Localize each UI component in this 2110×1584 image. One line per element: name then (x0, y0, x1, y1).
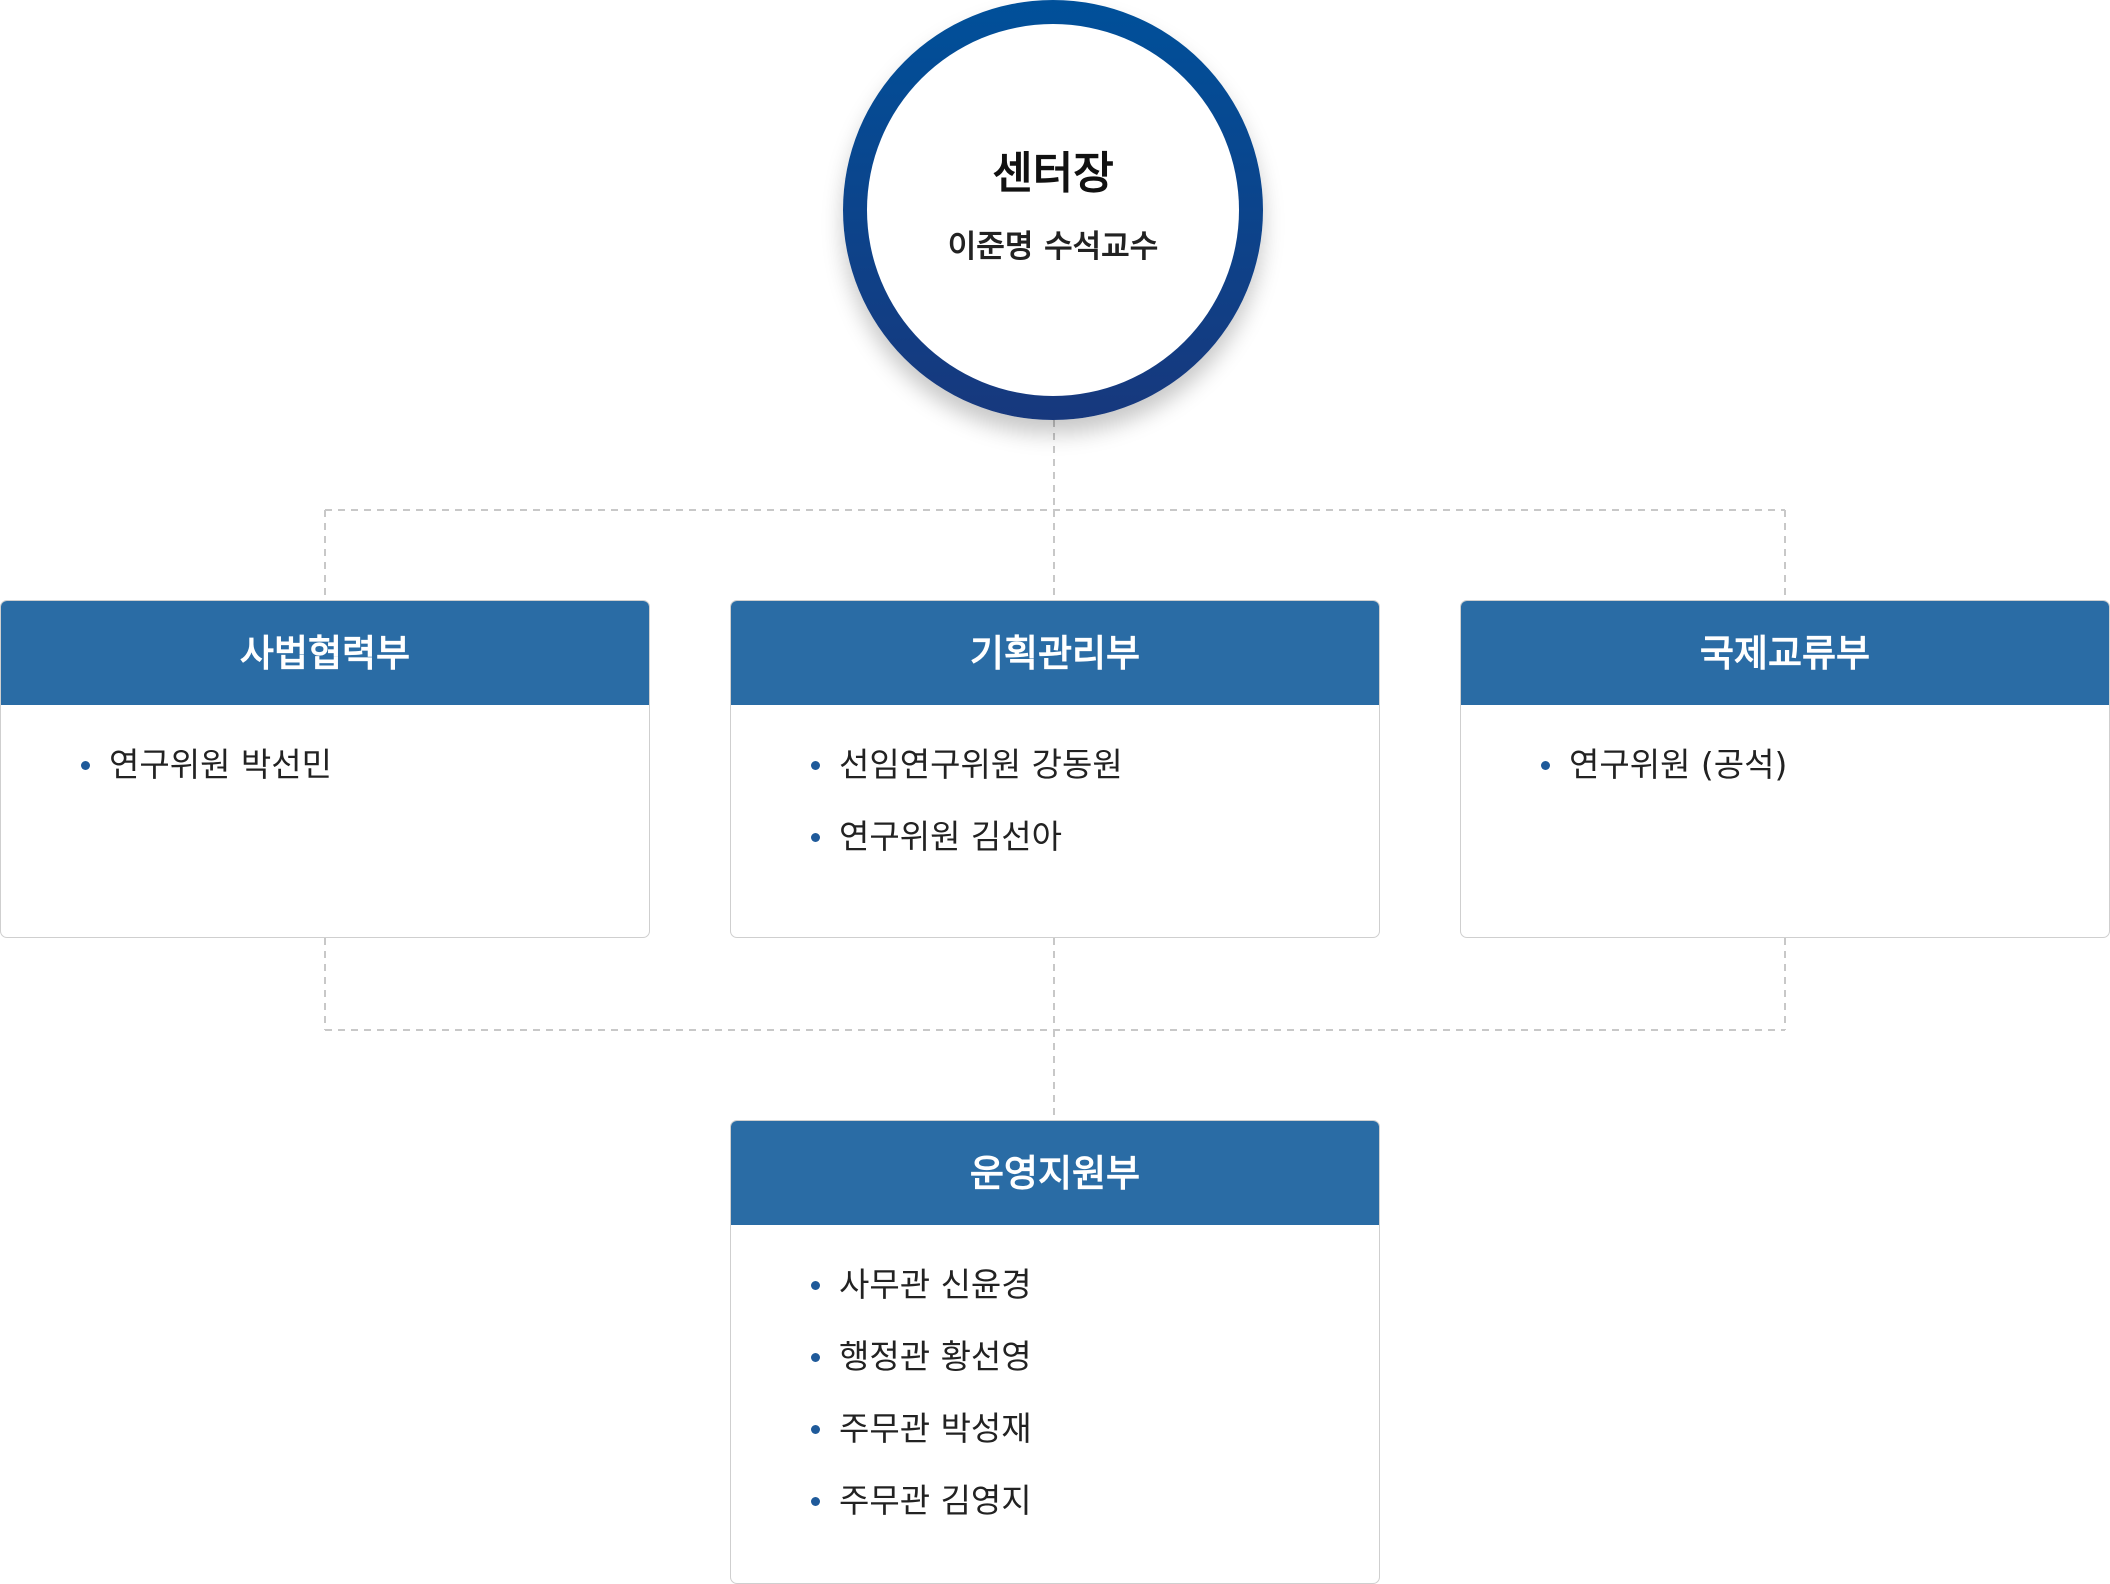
member-list: 연구위원 박선민 (1, 705, 649, 819)
center-director-inner: 센터장 이준명 수석교수 (867, 24, 1239, 396)
member-item: 연구위원 박선민 (81, 747, 649, 819)
member-item: 주무관 김영지 (811, 1483, 1379, 1555)
dept-title: 기획관리부 (731, 601, 1379, 705)
center-director-title: 센터장 (992, 148, 1114, 199)
center-director-name: 이준명 수석교수 (947, 229, 1159, 265)
dept-title: 운영지원부 (731, 1121, 1379, 1225)
member-item: 선임연구위원 강동원 (811, 747, 1379, 819)
dept-international-exchange: 국제교류부 연구위원 (공석) (1460, 600, 2110, 938)
center-director-node: 센터장 이준명 수석교수 (843, 0, 1263, 420)
member-list: 사무관 신윤경 행정관 황선영 주무관 박성재 주무관 김영지 (731, 1225, 1379, 1555)
dept-title: 국제교류부 (1461, 601, 2109, 705)
dept-title: 사법협력부 (1, 601, 649, 705)
member-item: 사무관 신윤경 (811, 1267, 1379, 1339)
member-item: 행정관 황선영 (811, 1339, 1379, 1411)
member-list: 연구위원 (공석) (1461, 705, 2109, 819)
member-list: 선임연구위원 강동원 연구위원 김선아 (731, 705, 1379, 891)
dept-planning-management: 기획관리부 선임연구위원 강동원 연구위원 김선아 (730, 600, 1380, 938)
dept-operations-support: 운영지원부 사무관 신윤경 행정관 황선영 주무관 박성재 주무관 김영지 (730, 1120, 1380, 1584)
member-item: 연구위원 (공석) (1541, 747, 2109, 819)
member-item: 연구위원 김선아 (811, 819, 1379, 891)
member-item: 주무관 박성재 (811, 1411, 1379, 1483)
dept-judicial-cooperation: 사법협력부 연구위원 박선민 (0, 600, 650, 938)
